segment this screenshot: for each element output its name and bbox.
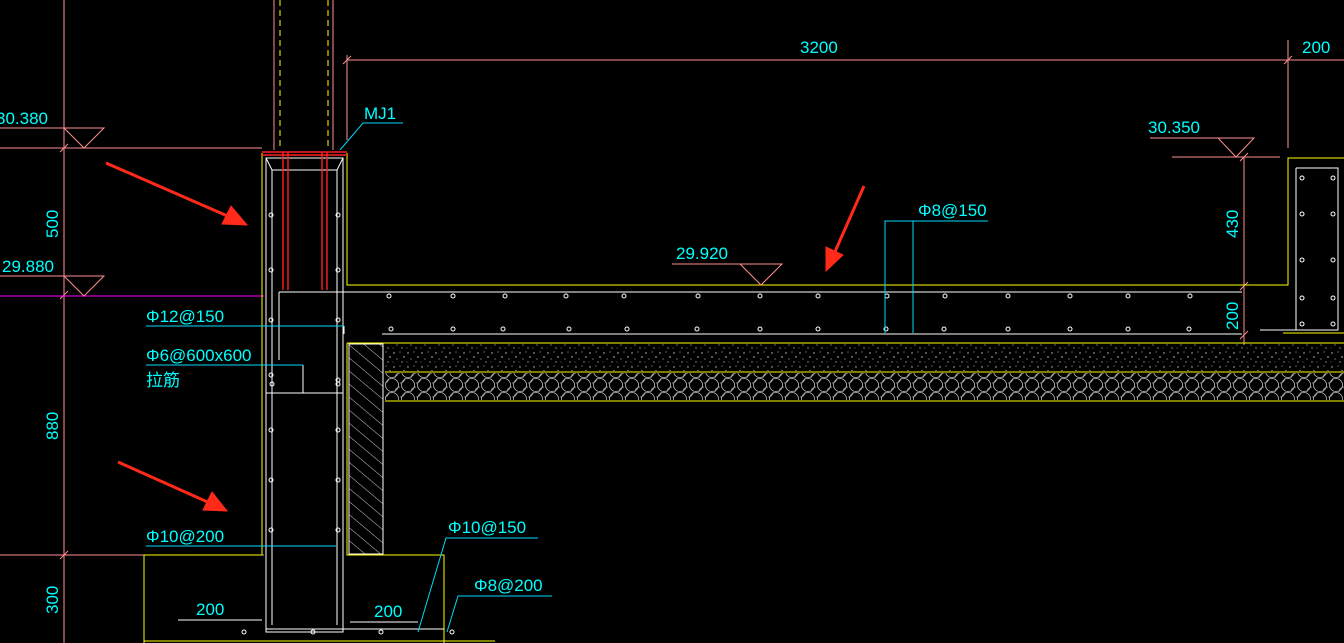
rebar-dot (1299, 321, 1305, 327)
rebar-dot (335, 427, 341, 433)
label-rebar-phi8-200: Φ8@200 (474, 576, 543, 595)
structure-outline (143, 153, 1344, 643)
rebar-dot (624, 326, 630, 332)
red-rebar (262, 151, 347, 290)
elevation-mid-left: 29.880 (2, 257, 54, 276)
dim-left-880: 880 (43, 412, 62, 440)
rebar-dot (386, 293, 392, 299)
label-tie-bar: 拉筋 (146, 371, 180, 390)
rebar-dot (378, 629, 384, 635)
pebble-layer (385, 373, 1344, 400)
dim-top-right: 200 (1302, 38, 1330, 57)
dim-right-200: 200 (1223, 302, 1242, 330)
rebar-dot (621, 293, 627, 299)
rebar-dot (1299, 257, 1305, 263)
rebar-dot (1067, 326, 1073, 332)
rebar-dot (884, 293, 890, 299)
rebar-dot (268, 427, 274, 433)
rebar-dot (566, 326, 572, 332)
rebar-dot (388, 326, 394, 332)
elevation-top-left: 30.380 (0, 109, 48, 128)
rebar-dot (335, 477, 341, 483)
rebar-dot (1330, 211, 1336, 217)
rebar-dot (757, 326, 763, 332)
label-rebar-phi12: Φ12@150 (146, 307, 224, 326)
rebar-dot (1005, 293, 1011, 299)
rebar-dot (335, 267, 341, 273)
rebar-dot (1005, 326, 1011, 332)
hatched-wall (348, 343, 384, 555)
rebar-dot (695, 293, 701, 299)
rebar-dot (757, 293, 763, 299)
rebar-dot (1330, 257, 1336, 263)
dim-bottom-left-200: 200 (196, 600, 224, 619)
elevation-slab: 29.920 (676, 244, 728, 263)
red-arrow-lower-left (117, 460, 229, 512)
dim-top-span: 3200 (800, 38, 838, 57)
rebar-dot (449, 629, 455, 635)
rebar-dot (502, 293, 508, 299)
label-rebar-phi6: Φ6@600x600 (146, 346, 252, 365)
rebar-dot (1299, 211, 1305, 217)
rebar-dot (815, 293, 821, 299)
rebar-dot (1299, 175, 1305, 181)
elevation-marker-top-left (62, 127, 106, 149)
elevation-marker-slab (738, 263, 784, 286)
rebar-dot (1067, 293, 1073, 299)
rebar-lines (265, 157, 1339, 633)
rebar-dot (1299, 295, 1305, 301)
red-arrows (105, 161, 866, 512)
rebar-dot (500, 326, 506, 332)
elevation-right: 30.350 (1148, 118, 1200, 137)
rebar-dot (941, 326, 947, 332)
rebar-dot (268, 267, 274, 273)
dim-left-300: 300 (43, 586, 62, 614)
red-arrow-upper-left (105, 161, 249, 226)
rebar-dot (694, 326, 700, 332)
rebar-dot (1125, 293, 1131, 299)
rebar-dot (1330, 321, 1336, 327)
label-rebar-phi10-150: Φ10@150 (448, 518, 526, 537)
label-mj1: MJ1 (364, 104, 396, 123)
rebar-dot (942, 293, 948, 299)
rebar-dot (241, 629, 247, 635)
dim-bottom-mid-200: 200 (374, 602, 402, 621)
rebar-dot (1186, 326, 1192, 332)
rebar-dot (450, 326, 456, 332)
rebar-dot (1125, 326, 1131, 332)
dim-left-500: 500 (43, 210, 62, 238)
red-arrow-slab (825, 185, 866, 273)
rebar-dot (563, 293, 569, 299)
rebar-dot (1330, 295, 1336, 301)
rebar-dot (268, 212, 274, 218)
gravel-layer (385, 344, 1344, 371)
dim-right-430: 430 (1223, 210, 1242, 238)
cad-text-layer: 3200 200 30.380 29.880 30.350 29.920 500… (0, 38, 1330, 621)
rebar-dot (883, 326, 889, 332)
rebar-dot (268, 317, 274, 323)
bottom-dimension-lines (178, 619, 418, 623)
rebar-dot (815, 326, 821, 332)
elevation-marker-right (1216, 137, 1256, 158)
rebar-dot (268, 372, 274, 378)
label-rebar-phi10-200: Φ10@200 (146, 527, 224, 546)
rebar-dot (450, 293, 456, 299)
rebar-dot (1187, 293, 1193, 299)
rebar-dot (268, 527, 274, 533)
rebar-dots (241, 175, 1336, 635)
rebar-dot (335, 212, 341, 218)
label-rebar-phi8-150: Φ8@150 (918, 201, 987, 220)
rebar-dot (335, 527, 341, 533)
rebar-dot (1330, 175, 1336, 181)
elevation-marker-mid-left (62, 275, 106, 297)
rebar-dot (268, 477, 274, 483)
rebar-dot (335, 317, 341, 323)
elevation-markers (0, 127, 1256, 297)
rebar-dot (335, 381, 341, 387)
leader-lines (146, 122, 988, 633)
rebar-dot (269, 381, 275, 387)
rebar-dot (310, 629, 316, 635)
